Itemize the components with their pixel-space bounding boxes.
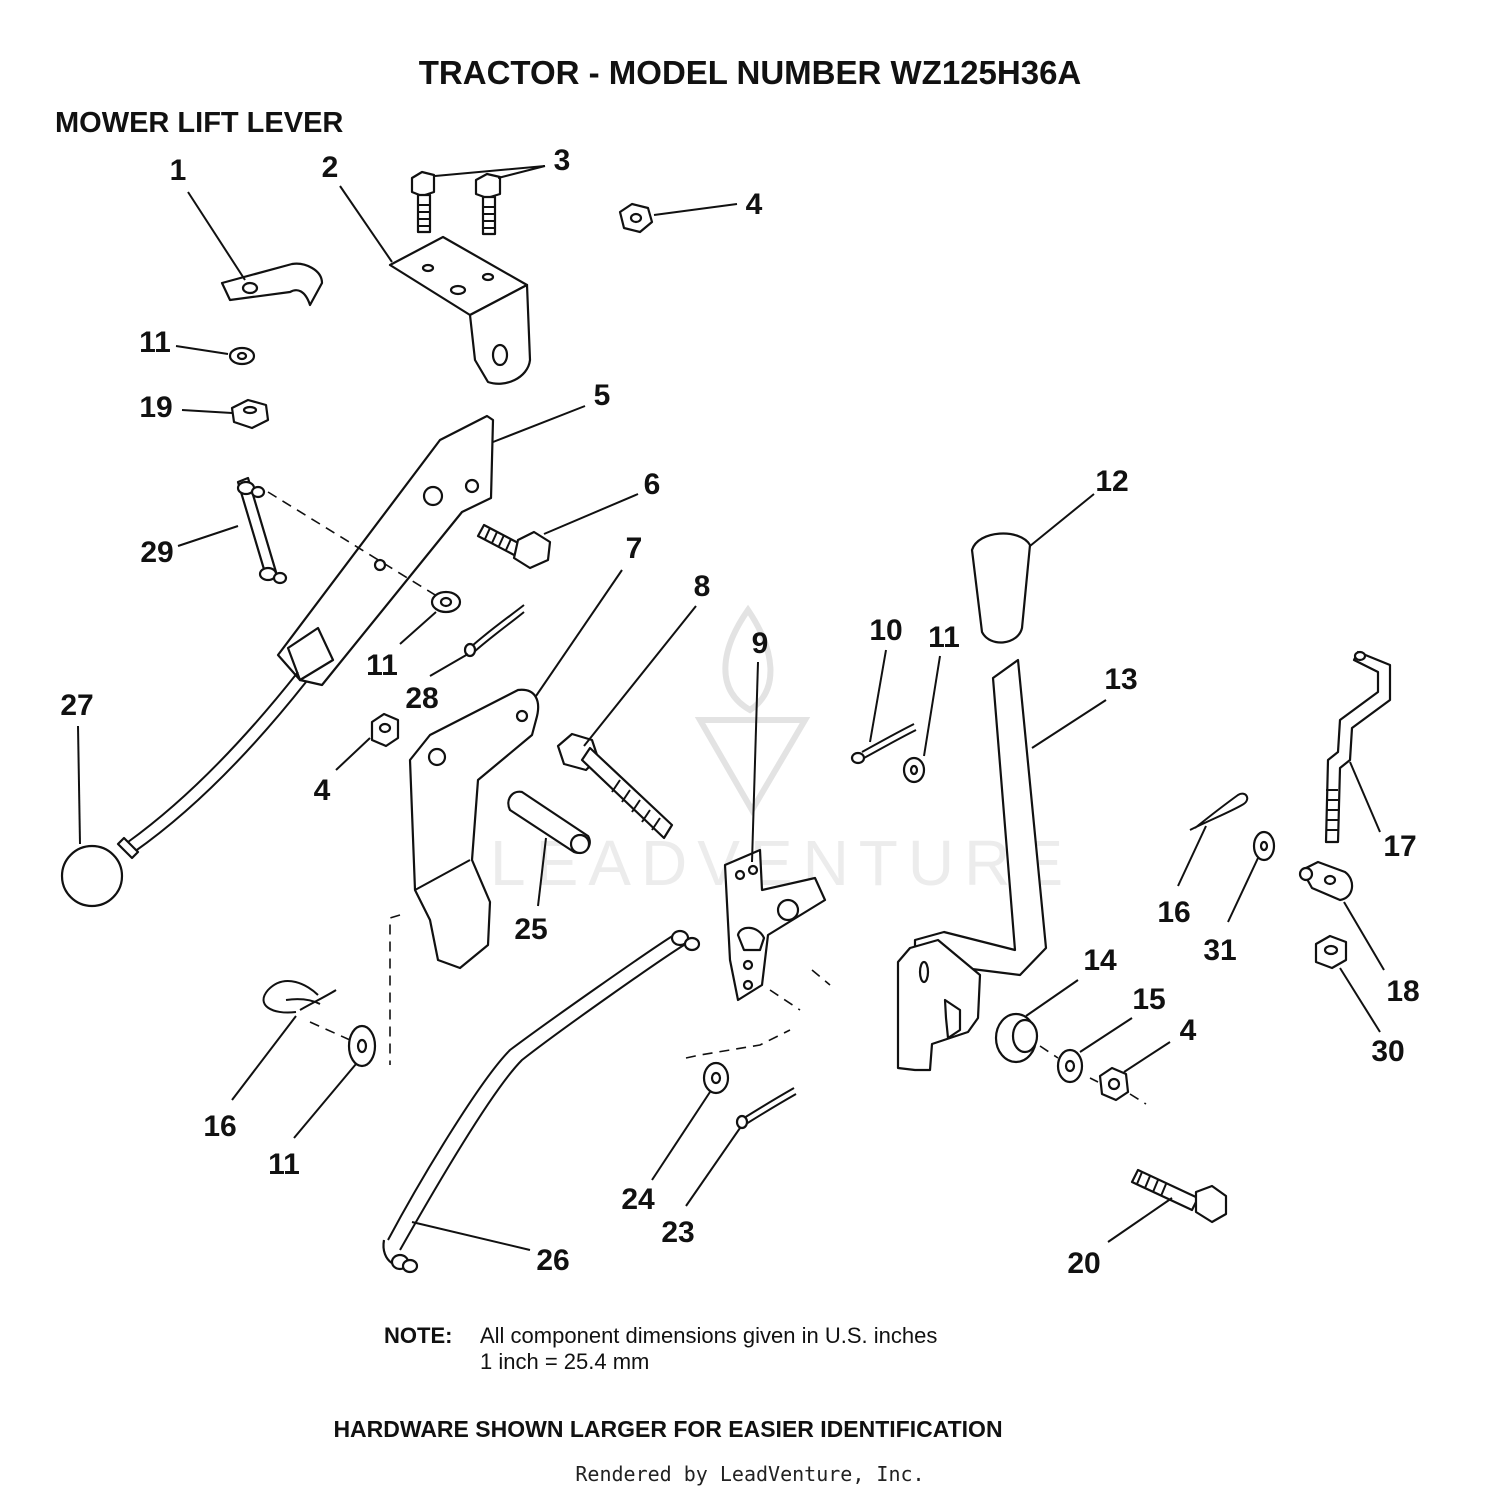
part-15-washer bbox=[1056, 1048, 1084, 1084]
part-18-swivel bbox=[1298, 860, 1354, 902]
callout-27: 27 bbox=[60, 689, 93, 722]
part-26-long-rod bbox=[382, 929, 701, 1274]
part-16-hairpin-upper bbox=[1189, 792, 1249, 831]
part-20-bolt bbox=[1130, 1168, 1228, 1224]
callout-8: 8 bbox=[694, 570, 711, 603]
part-16-hairpin-lower bbox=[262, 980, 337, 1014]
callout-13: 13 bbox=[1104, 663, 1137, 696]
part-13-lever bbox=[896, 658, 1048, 1072]
part-7-plate bbox=[408, 688, 540, 970]
part-11-washer-mid bbox=[430, 590, 462, 614]
part-4-nut-lower bbox=[1098, 1066, 1130, 1102]
callout-24: 24 bbox=[621, 1183, 655, 1216]
note-label: NOTE: bbox=[384, 1323, 452, 1348]
callout-15: 15 bbox=[1132, 983, 1165, 1016]
part-2-bracket bbox=[388, 235, 532, 385]
part-28-cotter-pin bbox=[463, 604, 525, 658]
callout-7: 7 bbox=[626, 532, 643, 565]
callout-3: 3 bbox=[554, 144, 571, 177]
callout-19: 19 bbox=[139, 391, 172, 424]
callout-11: 11 bbox=[268, 1148, 300, 1181]
callout-11: 11 bbox=[366, 649, 398, 682]
part-27-rod-and-knob bbox=[60, 671, 307, 908]
assembly-line-14 bbox=[1039, 1045, 1147, 1105]
part-8-bolt bbox=[556, 732, 674, 840]
part-11-washer-right bbox=[902, 756, 926, 784]
callout-30: 30 bbox=[1371, 1035, 1404, 1068]
callout-2: 2 bbox=[322, 151, 339, 184]
part-19-nut bbox=[230, 398, 270, 430]
part-23-cotter-pin bbox=[735, 1087, 797, 1130]
part-17-rod bbox=[1324, 650, 1392, 844]
hardware-note: HARDWARE SHOWN LARGER FOR EASIER IDENTIF… bbox=[333, 1416, 1002, 1442]
part-14-bushing bbox=[994, 1012, 1039, 1064]
callout-12: 12 bbox=[1095, 465, 1128, 498]
callout-16: 16 bbox=[203, 1110, 236, 1143]
callout-1: 1 bbox=[170, 154, 187, 187]
part-25-spacer bbox=[507, 790, 591, 855]
assembly-line-9 bbox=[685, 969, 831, 1059]
callout-29: 29 bbox=[140, 536, 173, 569]
callout-4: 4 bbox=[314, 774, 331, 807]
callout-4: 4 bbox=[746, 188, 763, 221]
callout-4: 4 bbox=[1180, 1014, 1197, 1047]
callout-10: 10 bbox=[869, 614, 902, 647]
part-10-cotter-pin bbox=[850, 723, 917, 765]
part-1-clip bbox=[220, 262, 324, 307]
assembly-line-7 bbox=[389, 914, 401, 1065]
part-29-link bbox=[236, 476, 288, 585]
callout-14: 14 bbox=[1083, 944, 1117, 977]
leader-lines bbox=[77, 165, 1385, 1251]
section-title: MOWER LIFT LEVER bbox=[55, 107, 343, 139]
note-line-2: 1 inch = 25.4 mm bbox=[480, 1349, 649, 1374]
callout-16: 16 bbox=[1157, 896, 1190, 929]
callout-11: 11 bbox=[928, 621, 960, 654]
part-24-washer bbox=[702, 1061, 730, 1095]
callout-23: 23 bbox=[661, 1216, 694, 1249]
callout-18: 18 bbox=[1386, 975, 1419, 1008]
part-12-handle-grip bbox=[970, 532, 1032, 644]
callout-17: 17 bbox=[1383, 830, 1416, 863]
part-5-lever-arm bbox=[276, 414, 495, 687]
part-9-link-plate bbox=[723, 848, 827, 1002]
footer-credit: Rendered by LeadVenture, Inc. bbox=[575, 1462, 924, 1486]
part-6-bolt bbox=[476, 523, 552, 570]
note-line-1: All component dimensions given in U.S. i… bbox=[480, 1323, 937, 1348]
callout-31: 31 bbox=[1203, 934, 1236, 967]
part-3-bolts bbox=[410, 170, 502, 236]
callout-20: 20 bbox=[1067, 1247, 1100, 1280]
callout-9: 9 bbox=[752, 627, 769, 660]
part-11-washer-top bbox=[228, 346, 256, 366]
callout-6: 6 bbox=[644, 468, 661, 501]
part-30-nut bbox=[1314, 934, 1348, 970]
callout-25: 25 bbox=[514, 913, 547, 946]
callout-11: 11 bbox=[139, 326, 171, 359]
callout-labels: 1 2 3 4 11 19 5 6 29 7 8 12 9 10 11 11 2… bbox=[60, 144, 1419, 1280]
assembly-line-11 bbox=[309, 1021, 351, 1041]
callout-28: 28 bbox=[405, 682, 438, 715]
part-11-washer-lower bbox=[347, 1024, 377, 1068]
part-31-washer bbox=[1252, 830, 1276, 862]
part-4-nut-top bbox=[618, 202, 654, 234]
callout-5: 5 bbox=[594, 379, 611, 412]
page-title: TRACTOR - MODEL NUMBER WZ125H36A bbox=[419, 54, 1082, 91]
part-4-nut-mid bbox=[370, 712, 400, 748]
callout-26: 26 bbox=[536, 1244, 569, 1277]
